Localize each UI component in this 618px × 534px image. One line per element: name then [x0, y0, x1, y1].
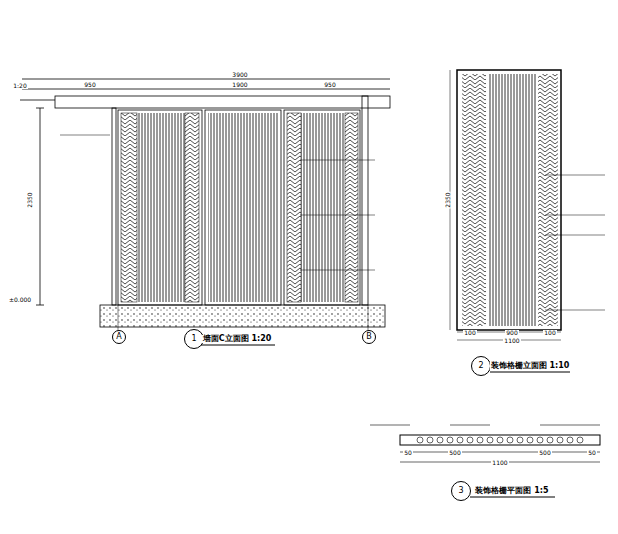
callout-circle: 3 — [451, 481, 471, 501]
callout-number: A — [116, 333, 121, 341]
callout-number: B — [366, 333, 372, 341]
dimension-text: 50 — [403, 450, 413, 456]
callout-number: 1 — [191, 335, 196, 343]
callout-circle: B — [362, 330, 376, 344]
dimension-text: ±0.000 — [8, 297, 32, 303]
dimension-text: 1:20 — [12, 83, 27, 89]
dimension-text: 500 — [448, 450, 461, 456]
dimension-text: 100 — [463, 330, 476, 336]
view-title: 墙面C立面图 1:20 — [202, 335, 273, 343]
dimension-text: 2350 — [445, 191, 451, 208]
dimension-text: 1100 — [503, 338, 520, 344]
view-title: 装饰格栅平面图 1:5 — [474, 487, 549, 495]
dimension-text: 1900 — [231, 82, 248, 88]
dimension-text: 950 — [83, 82, 96, 88]
callout-number: 2 — [478, 362, 483, 370]
dimension-text: 950 — [323, 82, 336, 88]
callout-circle: 2 — [471, 356, 491, 376]
callout-number: 3 — [458, 487, 463, 495]
dimension-text: 500 — [538, 450, 551, 456]
dimension-text: 1100 — [491, 460, 508, 466]
view-title: 装饰格栅立面图 1:10 — [490, 362, 571, 370]
dimension-text: 50 — [587, 450, 597, 456]
dimension-text: 900 — [505, 330, 518, 336]
dimension-text: 2350 — [27, 191, 33, 208]
callout-circle: A — [112, 330, 126, 344]
dimension-text: 3900 — [231, 72, 248, 78]
dimension-text: 100 — [543, 330, 556, 336]
